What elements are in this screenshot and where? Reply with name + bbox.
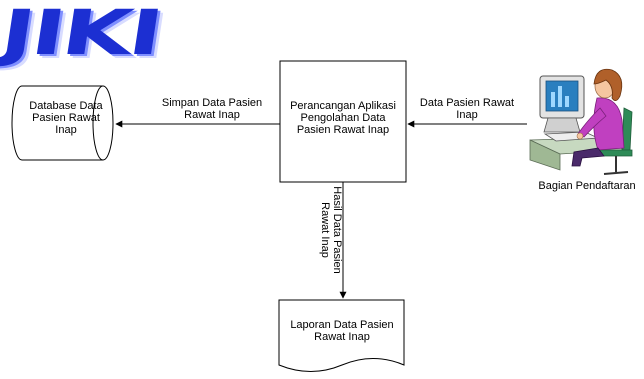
flow-to-report-label: Hasil Data Pasien Rawat Inap <box>319 186 343 274</box>
report-document <box>278 299 405 372</box>
process-label: Perancangan Aplikasi Pengolahan Data Pas… <box>290 100 396 136</box>
person-at-computer-icon <box>529 68 633 175</box>
process-box <box>279 60 407 183</box>
database-label: Database Data Pasien Rawat Inap <box>29 100 103 136</box>
flow-to-database-label: Simpan Data Pasien Rawat Inap <box>161 97 263 121</box>
database-shape <box>11 85 114 161</box>
flow-from-actor-label: Data Pasien Rawat Inap <box>419 97 515 121</box>
report-label: Laporan Data Pasien Rawat Inap <box>290 319 394 343</box>
actor-label: Bagian Pendaftaran <box>538 180 636 192</box>
